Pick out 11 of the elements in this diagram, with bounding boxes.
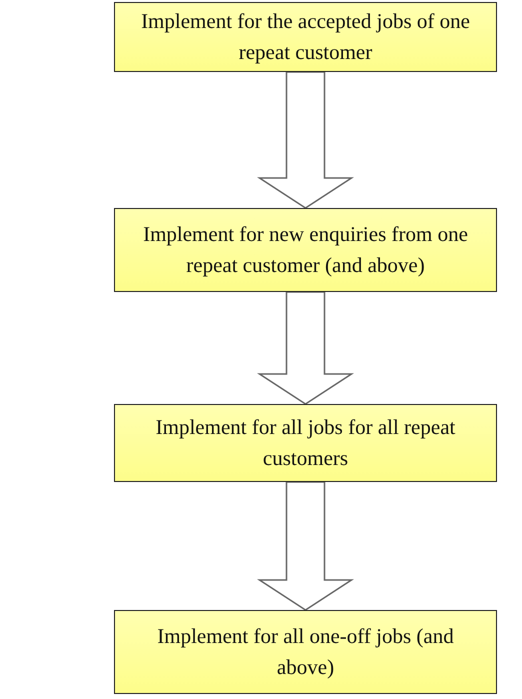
process-box	[114, 404, 497, 482]
box-text: Implement for all one-off jobs (and above)	[156, 622, 455, 681]
block-arrow	[256, 291, 354, 405]
block-arrow	[256, 481, 354, 611]
block-arrow	[256, 71, 354, 209]
process-box	[114, 610, 497, 694]
box-text: Implement for new enquiries from one repeat customer (and above)	[142, 220, 469, 279]
process-box	[114, 208, 497, 292]
box-text: Implement for the accepted jobs of one repeat customer	[140, 8, 471, 66]
process-box	[114, 2, 497, 72]
box-text: Implement for all jobs for all repeat customers	[154, 414, 456, 472]
